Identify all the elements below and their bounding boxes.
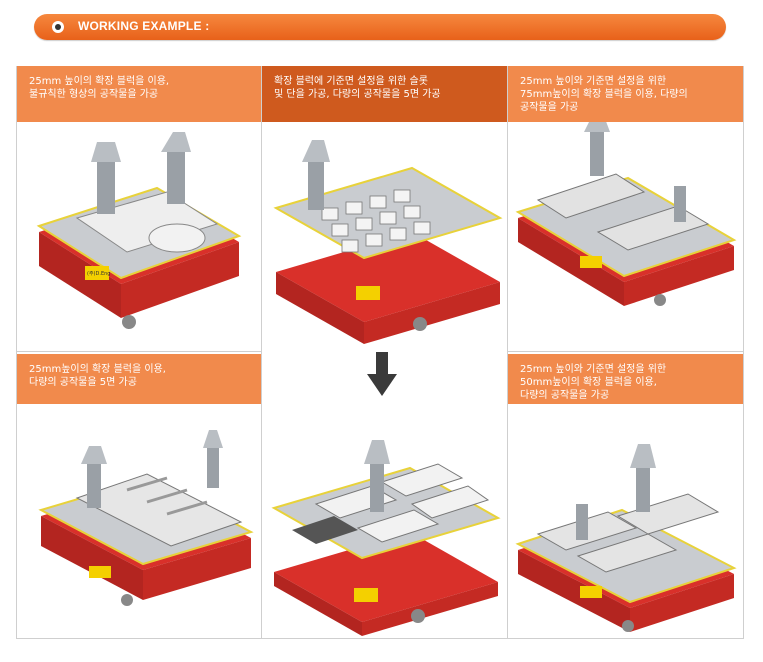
caption-line: 50mm높이의 확장 블럭을 이용, bbox=[520, 377, 657, 388]
panel-3-caption: 25mm 높이와 기준면 설정을 위한 75mm높이의 확장 블럭을 이용, 다… bbox=[508, 66, 743, 122]
section-title: WORKING EXAMPLE : bbox=[78, 19, 210, 33]
caption-line: 및 단을 가공, 다량의 공작물을 5면 가공 bbox=[274, 89, 441, 100]
panel-4-caption: 25mm높이의 확장 블럭을 이용, 다량의 공작물을 5면 가공 bbox=[17, 354, 261, 404]
panel-3-illustration bbox=[508, 122, 743, 351]
example-grid: 25mm 높이의 확장 블럭을 이용, 불규칙한 형상의 공작물을 가공 (주)… bbox=[16, 66, 744, 639]
panel-2-illustration bbox=[262, 122, 507, 352]
example-panel-1: 25mm 높이의 확장 블럭을 이용, 불규칙한 형상의 공작물을 가공 (주)… bbox=[17, 66, 262, 352]
caption-line: 불규칙한 형상의 공작물을 가공 bbox=[29, 89, 159, 100]
caption-line: 25mm 높이와 기준면 설정을 위한 bbox=[520, 76, 667, 87]
example-panel-3: 25mm 높이와 기준면 설정을 위한 75mm높이의 확장 블럭을 이용, 다… bbox=[508, 66, 744, 352]
caption-line: 공작물을 가공 bbox=[520, 102, 579, 113]
caption-line: 다량의 공작물을 5면 가공 bbox=[29, 377, 137, 388]
caption-line: 25mm 높이와 기준면 설정을 위한 bbox=[520, 364, 667, 375]
example-panel-5: 25mm 높이와 기준면 설정을 위한 50mm높이의 확장 블럭을 이용, 다… bbox=[508, 352, 744, 638]
caption-line: 25mm높이의 확장 블럭을 이용, bbox=[29, 364, 166, 375]
bullet-icon bbox=[52, 21, 64, 33]
caption-line: 75mm높이의 확장 블럭을 이용, 다량의 bbox=[520, 89, 688, 100]
caption-line: 다량의 공작물을 가공 bbox=[520, 390, 610, 401]
panel-5-illustration bbox=[508, 404, 743, 638]
caption-line: 확장 블럭에 기준면 설정을 위한 슬롯 bbox=[274, 76, 428, 87]
example-panel-2-result bbox=[262, 352, 508, 638]
caption-line: 25mm 높이의 확장 블럭을 이용, bbox=[29, 76, 170, 87]
example-panel-4: 25mm높이의 확장 블럭을 이용, 다량의 공작물을 5면 가공 bbox=[17, 352, 262, 638]
panel-5-caption: 25mm 높이와 기준면 설정을 위한 50mm높이의 확장 블럭을 이용, 다… bbox=[508, 354, 743, 404]
panel-4-illustration bbox=[17, 404, 261, 638]
panel-1-caption: 25mm 높이의 확장 블럭을 이용, 불규칙한 형상의 공작물을 가공 bbox=[17, 66, 261, 122]
device-label-text: (주)D.Eng bbox=[87, 271, 110, 277]
section-banner: WORKING EXAMPLE : bbox=[34, 14, 726, 40]
down-arrow-icon bbox=[367, 352, 397, 396]
panel-1-illustration: (주)D.Eng bbox=[17, 122, 261, 351]
panel-2-caption: 확장 블럭에 기준면 설정을 위한 슬롯 및 단을 가공, 다량의 공작물을 5… bbox=[262, 66, 507, 122]
panel-2-result-illustration bbox=[262, 404, 507, 638]
example-panel-2: 확장 블럭에 기준면 설정을 위한 슬롯 및 단을 가공, 다량의 공작물을 5… bbox=[262, 66, 508, 352]
